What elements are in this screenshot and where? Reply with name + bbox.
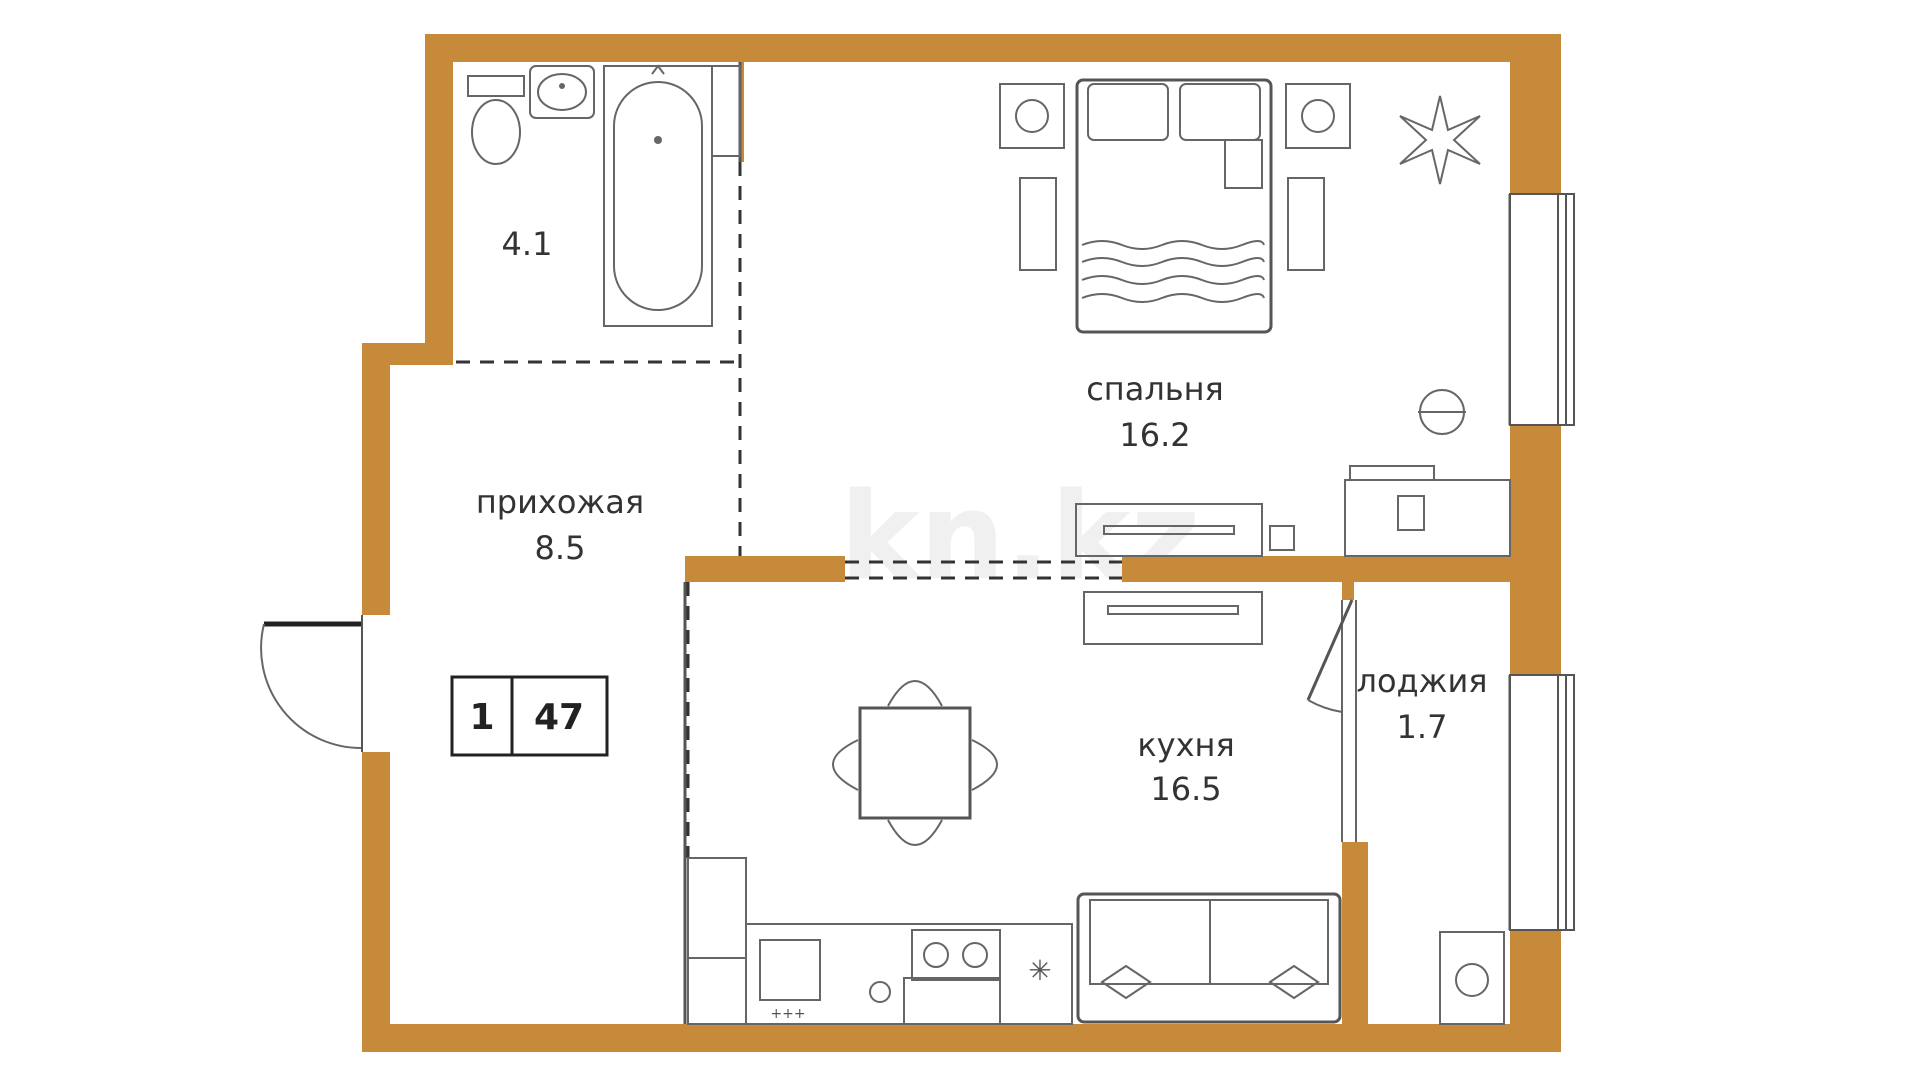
total-area: 47 — [534, 697, 584, 738]
chair-icon — [1418, 389, 1466, 435]
wall-loggia-top — [1342, 582, 1354, 600]
wall-bath-left — [425, 34, 453, 362]
kitchen-area: 16.5 — [1150, 770, 1221, 808]
hallway-name: прихожая — [476, 483, 644, 521]
wardrobe-icon — [1075, 503, 1263, 557]
window-bedroom — [1509, 193, 1575, 426]
wardrobe-icon — [1083, 591, 1263, 645]
loggia-area: 1.7 — [1397, 708, 1448, 746]
toilet-icon — [467, 75, 525, 165]
kitchen-sink-icon: +++ — [759, 939, 821, 1022]
desk-icon — [1344, 465, 1511, 557]
apartment-badge: 1 47 — [450, 675, 609, 757]
svg-text:+++: +++ — [770, 1006, 805, 1022]
wall-bath-right — [740, 62, 744, 162]
entrance-door-icon — [260, 615, 363, 752]
sink-icon — [529, 65, 595, 119]
rooms-count: 1 — [469, 697, 494, 738]
stove-icon — [903, 929, 1001, 1025]
wall-hall-left-top — [362, 343, 390, 615]
fan-icon: ✳ — [1028, 954, 1051, 987]
hallway-area: 8.5 — [535, 529, 586, 567]
wall-bottom — [362, 1024, 1561, 1052]
loggia-name: лоджия — [1356, 662, 1487, 700]
double-bed-icon — [1075, 78, 1273, 334]
wall-right-mid — [1510, 425, 1561, 675]
wall-right-top — [1510, 34, 1561, 194]
wall-kitchen-top-right — [1122, 556, 1532, 582]
wall-top — [425, 34, 1561, 62]
nightstand-icon — [1285, 83, 1351, 149]
bathroom-area: 4.1 — [502, 225, 553, 263]
room-dividers — [456, 162, 1122, 858]
window-loggia — [1509, 674, 1575, 931]
wall-hall-left-bottom — [362, 752, 390, 1052]
bedroom-name: спальня — [1086, 370, 1224, 408]
bathtub-icon — [603, 64, 713, 327]
wall-right-bottom — [1510, 930, 1561, 1052]
boiler-icon — [869, 981, 891, 1003]
plant-icon — [1399, 95, 1481, 185]
rug — [1019, 177, 1057, 271]
kitchen-counter — [687, 857, 1073, 1025]
nightstand-icon — [999, 83, 1065, 149]
sofa-icon — [1076, 892, 1342, 1024]
washing-machine-icon — [1439, 931, 1505, 1025]
bedroom-area: 16.2 — [1119, 416, 1190, 454]
watermark: kn.kz — [840, 468, 1200, 607]
socket — [1269, 525, 1295, 551]
wall-loggia-divider — [1342, 842, 1368, 1038]
balcony-door-icon — [1306, 599, 1354, 713]
rug — [1287, 177, 1325, 271]
bath-shelf — [711, 65, 741, 157]
kitchen-name: кухня — [1137, 726, 1234, 764]
dining-table-icon — [832, 680, 998, 846]
wall-kitchen-top-left — [685, 556, 845, 582]
walls — [362, 34, 1561, 1052]
